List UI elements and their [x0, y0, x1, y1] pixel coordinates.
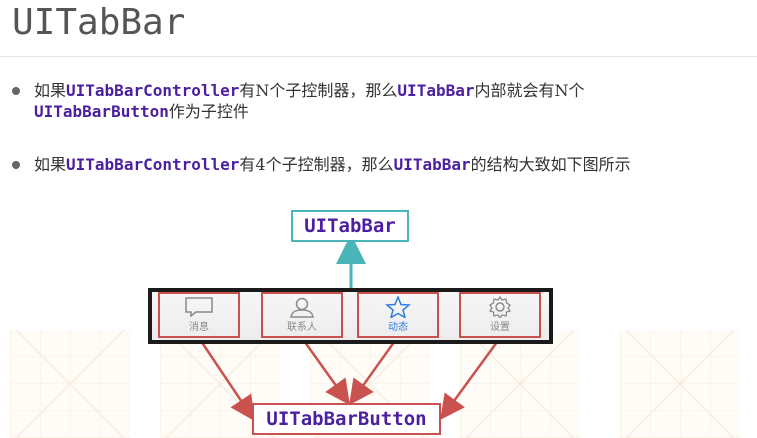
message-icon [185, 297, 213, 318]
arrow-tab-3 [349, 337, 399, 406]
gear-icon [488, 296, 512, 318]
text-segment: 有N个子控制器，那么 [239, 81, 398, 100]
bullet-dot [12, 87, 20, 95]
text-segment: 的结构大致如下图所示 [470, 155, 631, 174]
bullet-item: 如果UITabBarController有N个子控制器，那么UITabBar内部… [12, 80, 742, 122]
tab-label: 设置 [490, 322, 510, 333]
uitabbar-label: UITabBar [291, 210, 409, 242]
background-pattern [10, 330, 130, 438]
tab-contacts[interactable]: 联系人 [261, 292, 343, 338]
star-icon [385, 296, 411, 318]
code-term: UITabBarButton [34, 102, 169, 121]
code-term: UITabBar [393, 155, 471, 174]
tab-label: 动态 [388, 322, 408, 333]
bullet-text: 如果UITabBarController有4个子控制器，那么UITabBar的结… [34, 154, 742, 175]
bullet-text: 如果UITabBarController有N个子控制器，那么UITabBar内部… [34, 80, 742, 122]
text-segment: 作为子控件 [168, 102, 249, 121]
tab-message[interactable]: 消息 [158, 292, 240, 338]
tab-moments[interactable]: 动态 [357, 292, 439, 338]
code-term: UITabBarController [66, 81, 240, 100]
code-term: UITabBarController [66, 155, 240, 174]
bullet-dot [12, 161, 20, 169]
tab-label: 联系人 [287, 322, 317, 333]
text-segment: 如果 [34, 155, 67, 174]
arrow-tab-2 [300, 337, 350, 406]
bullet-item: 如果UITabBarController有4个子控制器，那么UITabBar的结… [12, 154, 742, 175]
text-segment: 内部就会有N个 [474, 81, 585, 100]
tab-label: 消息 [189, 322, 209, 333]
code-term: UITabBar [397, 81, 475, 100]
page-title: UITabBar [12, 2, 186, 43]
background-pattern [460, 330, 580, 438]
tab-bar [148, 288, 553, 344]
tab-settings[interactable]: 设置 [459, 292, 541, 338]
background-pattern [620, 330, 740, 438]
contacts-icon [290, 297, 314, 318]
text-segment: 有4个子控制器，那么 [239, 155, 394, 174]
text-segment: 如果 [34, 81, 67, 100]
uitabbarbutton-label: UITabBarButton [252, 403, 441, 435]
arrow-tab-1 [197, 337, 255, 422]
title-divider [0, 56, 757, 57]
arrow-tab-4 [440, 337, 502, 421]
